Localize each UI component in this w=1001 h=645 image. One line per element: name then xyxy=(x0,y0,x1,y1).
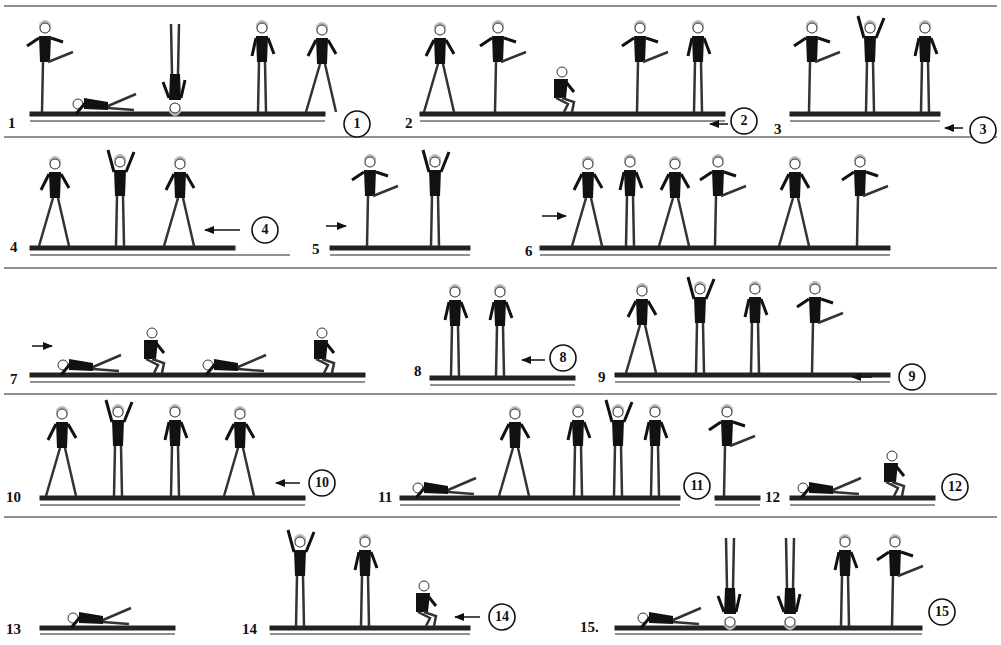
row-number: 8 xyxy=(414,364,422,379)
row-number: 5 xyxy=(312,242,320,257)
circled-number-text: 3 xyxy=(969,116,997,144)
circle-shape xyxy=(344,111,370,137)
circled-number-text: 9 xyxy=(898,363,926,391)
circled-number: 10 xyxy=(308,469,336,497)
circled-number: 4 xyxy=(251,216,279,244)
circled-number: 11 xyxy=(683,472,711,500)
row-number: 13 xyxy=(6,622,21,637)
circled-number-text: 14 xyxy=(488,603,516,631)
circle-shape xyxy=(929,599,955,625)
circled-number: 14 xyxy=(488,603,516,631)
balance-beam xyxy=(30,112,940,634)
direction-arrow xyxy=(32,124,963,617)
circled-number-text: 4 xyxy=(251,216,279,244)
circled-number: 15 xyxy=(928,598,956,626)
row-number: 1 xyxy=(8,116,16,131)
circled-number-text: 12 xyxy=(941,473,969,501)
row-number: 6 xyxy=(525,244,533,259)
row-number: 9 xyxy=(598,370,606,385)
circle-shape xyxy=(731,108,757,134)
row-number: 10 xyxy=(6,490,21,505)
circled-number: 3 xyxy=(969,116,997,144)
circled-number-text: 2 xyxy=(730,107,758,135)
circle-shape xyxy=(489,604,515,630)
row-number: 11 xyxy=(378,490,392,505)
circle-shape xyxy=(684,473,710,499)
row-number: 12 xyxy=(765,490,780,505)
circled-number-text: 11 xyxy=(683,472,711,500)
circle-shape xyxy=(550,345,576,371)
circle-shape xyxy=(252,217,278,243)
row-number: 15. xyxy=(580,620,599,635)
circle-shape xyxy=(309,470,335,496)
circle-shape xyxy=(970,117,996,143)
circled-number-text: 10 xyxy=(308,469,336,497)
circled-number-text: 15 xyxy=(928,598,956,626)
circled-number: 2 xyxy=(730,107,758,135)
row-rule xyxy=(4,6,997,517)
row-number: 3 xyxy=(774,122,782,137)
gymnast-figure xyxy=(27,16,937,630)
circled-number: 1 xyxy=(343,110,371,138)
circled-number-text: 8 xyxy=(549,344,577,372)
row-number: 4 xyxy=(10,240,18,255)
circled-number: 12 xyxy=(941,473,969,501)
row-number: 14 xyxy=(242,622,257,637)
row-number: 7 xyxy=(10,372,18,387)
circled-number: 9 xyxy=(898,363,926,391)
circled-number-text: 1 xyxy=(343,110,371,138)
row-number: 2 xyxy=(405,116,413,131)
circle-shape xyxy=(899,364,925,390)
circled-number: 8 xyxy=(549,344,577,372)
circle-shape xyxy=(942,474,968,500)
